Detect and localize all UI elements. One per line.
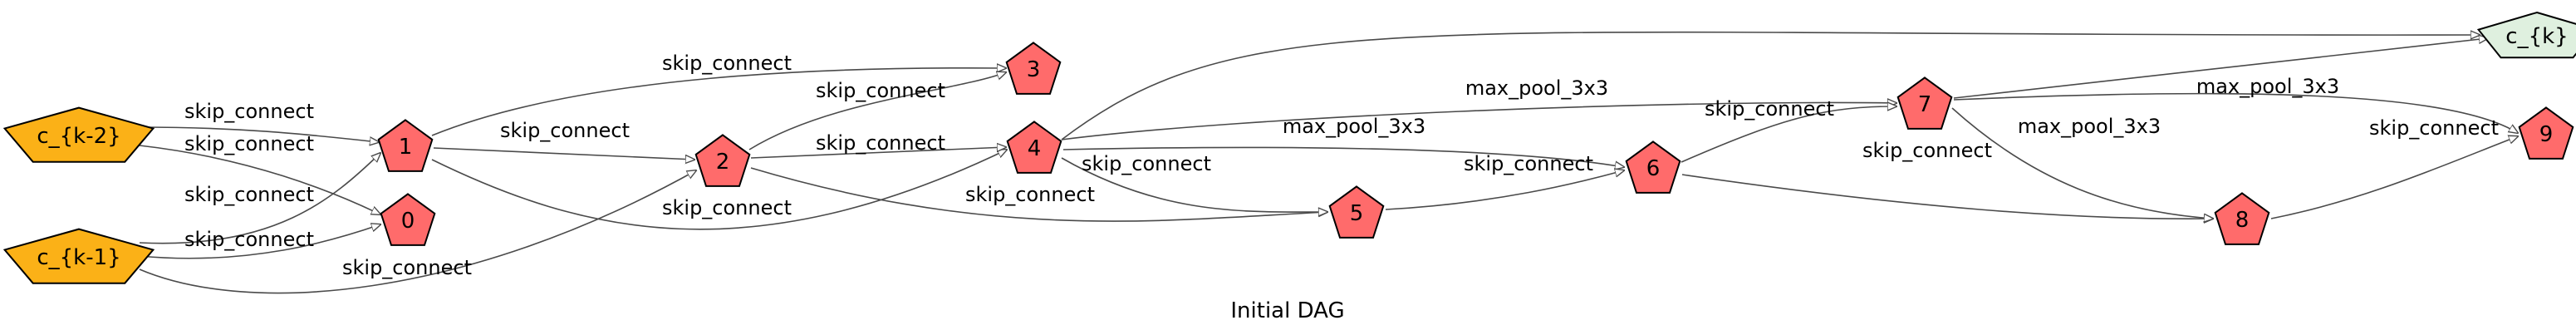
node-n3: 3 — [1005, 42, 1062, 95]
node-n6: 6 — [1625, 140, 1681, 194]
edge-n8-to-n9 — [2270, 136, 2518, 219]
node-n4: 4 — [1006, 121, 1062, 174]
edges-layer: skip_connectskip_connectskip_connectskip… — [139, 32, 2518, 294]
edge-label: skip_connect — [965, 183, 1095, 206]
edge-label: skip_connect — [1464, 152, 1593, 175]
edge-n2-to-n3 — [748, 72, 1006, 150]
node-label: 4 — [1028, 136, 1042, 161]
node-label: 2 — [716, 150, 730, 175]
edge-n5-to-n6 — [1385, 170, 1624, 210]
edge-label: skip_connect — [342, 256, 472, 279]
node-n2: 2 — [694, 134, 751, 187]
edge-n2-to-n5 — [750, 167, 1327, 222]
edge-n6-to-n7 — [1681, 106, 1896, 163]
edge-label: skip_connect — [2369, 116, 2499, 140]
node-shape — [2, 228, 155, 284]
node-n1: 1 — [377, 119, 434, 172]
edge-label: skip_connect — [662, 52, 792, 75]
node-shape — [1006, 121, 1062, 174]
node-label: c_{k-2} — [37, 124, 120, 149]
edge-n1-to-n2 — [433, 147, 694, 160]
node-label: c_{k-1} — [37, 245, 120, 270]
node-label: 6 — [1646, 156, 1661, 181]
node-shape — [1625, 140, 1681, 194]
node-label: 3 — [1027, 57, 1041, 82]
edge-c_km2-to-n1 — [139, 126, 379, 142]
node-n0: 0 — [380, 193, 436, 246]
edge-label: skip_connect — [1082, 152, 1211, 175]
edge-c_km1-to-n0 — [139, 224, 380, 259]
edge-n4-to-c_k — [1061, 32, 2480, 140]
edge-label: max_pool_3x3 — [1465, 76, 1608, 100]
node-shape — [1896, 76, 1953, 130]
node-shape — [2214, 192, 2270, 245]
node-label: 0 — [401, 209, 415, 234]
edge-n1-to-n3 — [431, 68, 1006, 136]
edge-label: skip_connect — [1705, 97, 1834, 121]
edge-n7-to-c_k — [1953, 38, 2488, 99]
edge-label: skip_connect — [184, 228, 314, 251]
edge-label: skip_connect — [1862, 139, 1992, 162]
node-label: 1 — [399, 135, 413, 160]
node-label: 8 — [2235, 208, 2250, 233]
edge-n4-to-n6 — [1062, 146, 1624, 167]
node-c_km1: c_{k-1} — [2, 228, 155, 284]
node-shape — [2, 106, 155, 163]
node-n9: 9 — [2518, 106, 2574, 160]
edge-n2-to-n4 — [750, 147, 1006, 159]
node-n7: 7 — [1896, 76, 1953, 130]
edge-label: skip_connect — [184, 183, 314, 206]
edge-c_km2-to-n0 — [139, 145, 380, 214]
edge-label: skip_connect — [662, 196, 792, 219]
edge-n7-to-n8 — [1951, 107, 2213, 219]
edge-n4-to-n5 — [1061, 157, 1327, 212]
node-n8: 8 — [2214, 192, 2270, 245]
nodes-layer: c_{k-2} c_{k-1} 0 1 2 3 4 5 6 7 8 9 c_{k} — [2, 11, 2576, 284]
edge-label: max_pool_3x3 — [2018, 115, 2161, 138]
node-shape — [380, 193, 436, 246]
node-shape — [1328, 185, 1385, 239]
node-c_k: c_{k} — [2476, 11, 2576, 59]
edge-label: skip_connect — [184, 132, 314, 155]
edge-n7-to-n9 — [1953, 92, 2518, 133]
node-shape — [2518, 106, 2574, 160]
node-shape — [2476, 11, 2576, 59]
node-shape — [377, 119, 434, 172]
node-label: 9 — [2539, 122, 2554, 147]
edge-label: max_pool_3x3 — [2196, 75, 2339, 98]
node-c_km2: c_{k-2} — [2, 106, 155, 163]
node-n5: 5 — [1328, 185, 1385, 239]
node-shape — [1005, 42, 1062, 95]
node-label: c_{k} — [2505, 24, 2568, 49]
node-label: 5 — [1350, 201, 1364, 226]
node-shape — [694, 134, 751, 187]
edge-n6-to-n8 — [1681, 174, 2213, 219]
edge-label: skip_connect — [816, 131, 945, 155]
edge-n4-to-n7 — [1061, 102, 1896, 140]
diagram-caption: Initial DAG — [1230, 298, 1344, 323]
edge-label: skip_connect — [816, 79, 945, 102]
edge-n1-to-n4 — [431, 150, 1007, 230]
edge-c_km1-to-n1 — [139, 153, 380, 244]
edge-label: max_pool_3x3 — [1283, 115, 1425, 138]
node-label: 7 — [1918, 92, 1932, 117]
edge-label: skip_connect — [500, 119, 630, 142]
edge-label: skip_connect — [184, 100, 314, 123]
